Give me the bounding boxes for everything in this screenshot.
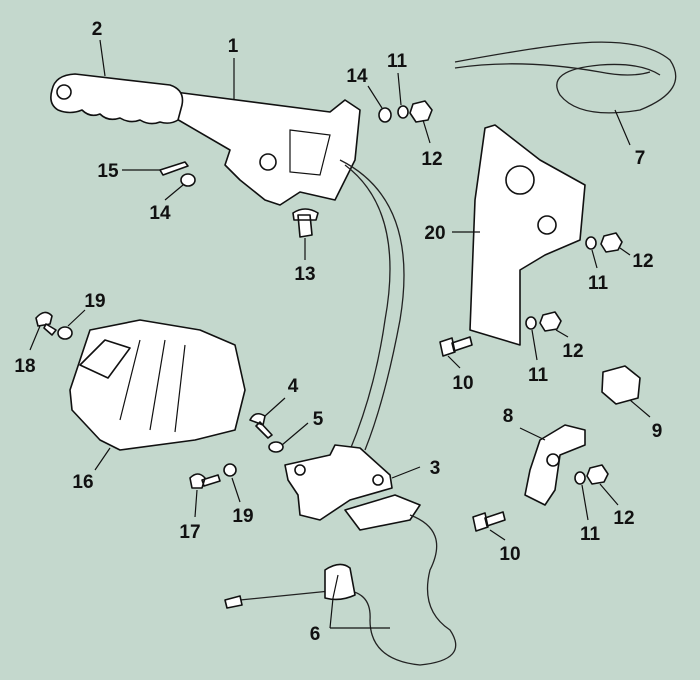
- gaiter-boot[interactable]: [69, 319, 246, 451]
- lock-washer-5[interactable]: [268, 441, 284, 453]
- callout-2: 2: [92, 19, 103, 40]
- callout-8: 8: [503, 406, 514, 427]
- bolt-10[interactable]: [439, 336, 473, 357]
- callout-16: 16: [72, 472, 93, 493]
- washer-11[interactable]: [397, 105, 409, 119]
- nut-12b[interactable]: [600, 232, 623, 253]
- callout-14: 14: [346, 66, 368, 87]
- handbrake-lever[interactable]: [174, 91, 361, 206]
- mounting-bracket[interactable]: [469, 124, 586, 346]
- callout-3: 3: [430, 458, 441, 479]
- callout-6: 6: [310, 624, 321, 645]
- screw-18[interactable]: [35, 311, 57, 336]
- brake-cable: [339, 159, 405, 451]
- screw-4[interactable]: [249, 412, 273, 439]
- callout-labels: 1 2 14 11 12 7 15 14 13 20 11 12 19 18 1…: [14, 19, 662, 645]
- callout-7: 7: [635, 148, 646, 169]
- lever-grip[interactable]: [50, 73, 184, 125]
- split-pin[interactable]: [159, 161, 189, 176]
- callout-19: 19: [84, 291, 105, 312]
- callout-17: 17: [179, 522, 200, 543]
- wire-harness: [454, 41, 677, 114]
- handbrake-switch[interactable]: [284, 444, 421, 531]
- washer-19b[interactable]: [223, 463, 237, 477]
- callout-18: 18: [14, 356, 35, 377]
- callout-12: 12: [632, 251, 653, 272]
- callout-1: 1: [228, 36, 239, 57]
- bolt-10b[interactable]: [472, 511, 506, 532]
- callout-4: 4: [288, 376, 299, 397]
- callout-11: 11: [387, 51, 408, 72]
- callout-10: 10: [452, 373, 473, 394]
- callout-12: 12: [613, 508, 634, 529]
- leader-lines: [29, 39, 651, 629]
- callout-5: 5: [313, 409, 324, 430]
- washer-11c[interactable]: [525, 316, 537, 330]
- callout-9: 9: [652, 421, 663, 442]
- callout-19: 19: [232, 506, 253, 527]
- callout-12: 12: [562, 341, 583, 362]
- rubber-block[interactable]: [601, 365, 641, 405]
- callout-11: 11: [580, 524, 601, 545]
- warning-cable[interactable]: [224, 514, 457, 666]
- callout-13: 13: [294, 264, 315, 285]
- washer-11b[interactable]: [585, 236, 597, 250]
- callout-12: 12: [421, 149, 442, 170]
- nut-12d[interactable]: [586, 464, 609, 485]
- washer-14[interactable]: [378, 107, 392, 123]
- washer-14-lower[interactable]: [180, 173, 196, 187]
- callout-11: 11: [528, 365, 549, 386]
- pivot-pin[interactable]: [292, 208, 319, 238]
- nut-12[interactable]: [409, 100, 433, 123]
- washer-11d[interactable]: [574, 471, 586, 485]
- nut-12c[interactable]: [539, 311, 562, 332]
- callout-11: 11: [588, 273, 609, 294]
- callout-15: 15: [97, 161, 119, 182]
- washer-19[interactable]: [57, 326, 73, 340]
- callout-10: 10: [499, 544, 520, 565]
- callout-20: 20: [424, 223, 445, 244]
- screw-17[interactable]: [189, 473, 221, 489]
- callout-14: 14: [149, 203, 171, 224]
